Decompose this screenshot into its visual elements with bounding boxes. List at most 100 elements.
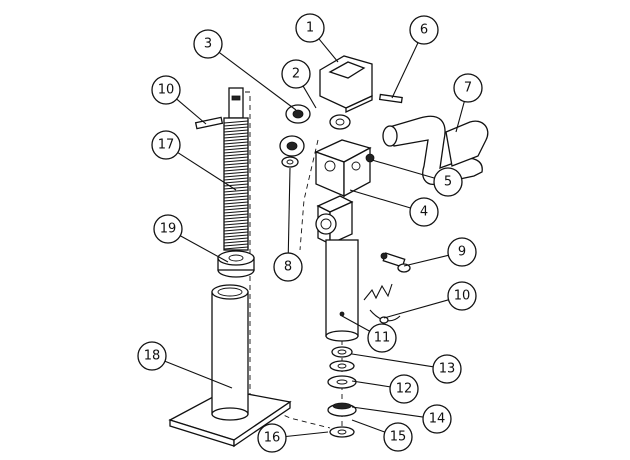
callout-circle-5: [433, 167, 463, 197]
screw-thread-line: [223, 198, 249, 202]
screw-thread-line: [223, 195, 249, 199]
screw-thread-line: [223, 123, 249, 127]
screw-thread-line: [223, 129, 249, 133]
spring-clip: [363, 283, 401, 324]
callout-circle-3: [193, 29, 223, 59]
callout-circle-19: [153, 214, 183, 244]
bushing-washer: [329, 114, 351, 130]
callout-circle-6: [409, 15, 439, 45]
callout-label-10: 10: [158, 83, 175, 98]
crank-handle: [382, 115, 489, 185]
callout-label-10: 10: [454, 289, 471, 304]
leader-line-10: [383, 299, 449, 319]
callout-label-17: 17: [158, 138, 175, 153]
screw-thread-line: [223, 228, 249, 232]
callout-label-6: 6: [420, 23, 428, 38]
callout-circle-8: [273, 252, 303, 282]
leader-line-3: [218, 51, 297, 111]
screw-thread-line: [223, 204, 249, 208]
leader-line-19: [180, 235, 229, 263]
screw-thread-line: [223, 168, 249, 172]
callout-circle-13: [432, 354, 462, 384]
leader-line-7: [455, 101, 465, 133]
screw-thread-line: [223, 222, 249, 226]
leader-line-10: [176, 98, 207, 125]
leader-line-9: [403, 254, 449, 267]
screw-thread-line: [223, 174, 249, 178]
screw-thread-line: [223, 237, 249, 241]
screw-thread-line: [223, 231, 249, 235]
callout-circle-2: [281, 59, 311, 89]
inner-tube-with-foot: [168, 284, 292, 448]
handle-pin: [378, 93, 403, 104]
gear-washer: [281, 156, 299, 168]
screw-shaft: [223, 87, 249, 251]
callout-circle-4: [409, 197, 439, 227]
screw-thread-line: [223, 210, 249, 214]
lock-bolt: [380, 252, 411, 273]
bevel-gears: [279, 104, 311, 157]
callout-circle-17: [151, 130, 181, 160]
callout-label-11: 11: [374, 331, 391, 346]
leader-line-4: [349, 189, 411, 209]
leader-line-1: [318, 38, 339, 63]
screw-thread-line: [223, 189, 249, 193]
screw-thread-line: [223, 186, 249, 190]
screw-thread-line: [223, 138, 249, 142]
callout-circle-9: [447, 237, 477, 267]
callout-circle-10: [151, 75, 181, 105]
leader-line-11: [341, 315, 370, 332]
screw-thread-line: [223, 162, 249, 166]
callout-label-19: 19: [160, 222, 177, 237]
screw-thread-line: [223, 171, 249, 175]
callout-label-9: 9: [458, 245, 466, 260]
leader-line-8: [287, 167, 291, 254]
leader-line-13: [351, 353, 434, 368]
leader-line-14: [351, 406, 424, 418]
outer-tube: [325, 239, 359, 342]
screw-thread-line: [223, 126, 249, 130]
screw-thread-line: [223, 141, 249, 145]
leader-line-15: [351, 419, 386, 433]
top-bracket: [314, 139, 375, 198]
screw-thread-line: [223, 135, 249, 139]
screw-thread-line: [223, 120, 249, 124]
leader-line-17: [177, 152, 237, 191]
mounting-block: [315, 195, 354, 246]
callout-label-15: 15: [390, 430, 407, 445]
leader-line-16: [285, 431, 329, 438]
leader-line-18: [164, 360, 233, 389]
screw-thread-line: [223, 165, 249, 169]
screw-thread-line: [223, 225, 249, 229]
screw-thread-line: [223, 192, 249, 196]
screw-thread-line: [223, 132, 249, 136]
callout-circle-11: [367, 323, 397, 353]
screw-thread-line: [223, 240, 249, 244]
callout-circle-10: [447, 281, 477, 311]
screw-thread-line: [223, 246, 249, 250]
leader-line-6: [391, 42, 419, 99]
callout-circle-18: [137, 341, 167, 371]
screw-thread-line: [223, 243, 249, 247]
callout-circle-7: [453, 73, 483, 103]
screw-thread-line: [223, 150, 249, 154]
callout-label-14: 14: [429, 412, 446, 427]
screw-thread-line: [223, 153, 249, 157]
leader-line-5: [371, 159, 435, 179]
cross-pin: [194, 116, 224, 130]
screw-nut: [217, 250, 255, 278]
leader-lines: [164, 38, 465, 438]
gear-housing: [319, 55, 373, 114]
callout-circle-1: [295, 13, 325, 43]
screw-thread-line: [223, 234, 249, 238]
callout-circle-14: [422, 404, 452, 434]
leader-line-2: [302, 85, 317, 109]
callout-label-3: 3: [204, 37, 212, 52]
callout-label-2: 2: [292, 67, 300, 82]
callout-circle-16: [257, 423, 287, 453]
screw-thread-line: [223, 216, 249, 220]
screw-thread-line: [223, 147, 249, 151]
screw-thread-line: [223, 201, 249, 205]
callout-label-13: 13: [439, 362, 456, 377]
